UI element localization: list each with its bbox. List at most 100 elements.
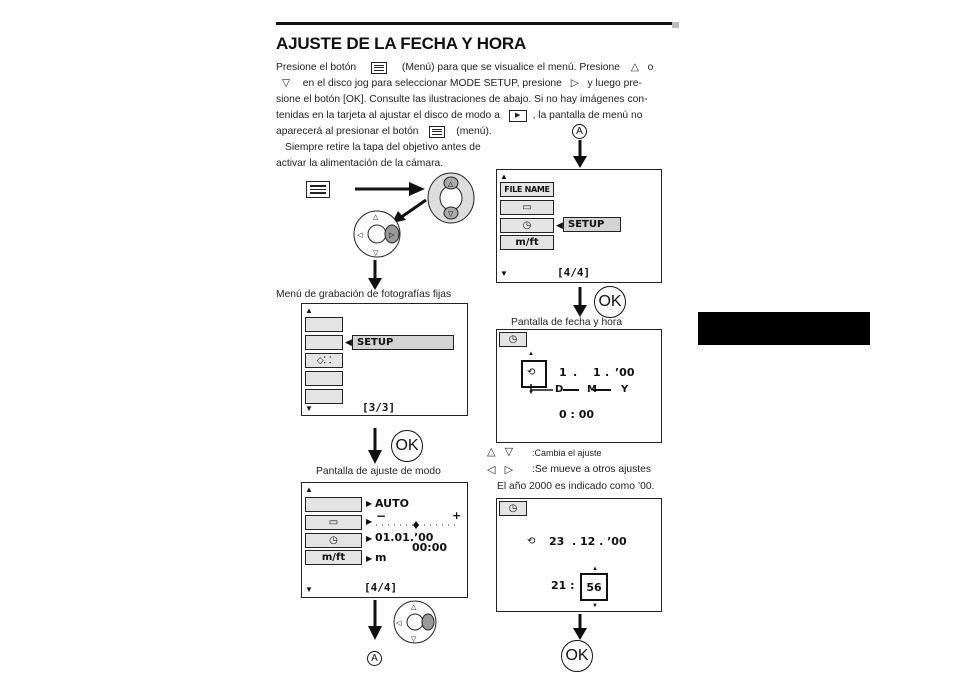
ok-button-icon: OK bbox=[561, 640, 593, 672]
mode-value: AUTO bbox=[375, 497, 409, 510]
up-down-icons: △ ▽ bbox=[487, 446, 514, 458]
separator: . bbox=[573, 366, 578, 379]
clock-tab: ◷ bbox=[499, 332, 527, 347]
lcd-brightness-icon: ▭ bbox=[328, 517, 339, 528]
clock-icon: ◷ bbox=[508, 334, 518, 345]
ok-button-icon: OK bbox=[594, 286, 626, 318]
paragraph-line-7: activar la alimentación de la cámara. bbox=[276, 158, 444, 169]
hour-value: 21 : bbox=[551, 579, 575, 592]
scroll-up-icon: ▲ bbox=[305, 306, 313, 315]
setup-item[interactable]: SETUP bbox=[352, 335, 454, 350]
menu-item bbox=[305, 371, 343, 386]
selection-box: ⟲ bbox=[521, 360, 547, 388]
pointer-icon: ◀ bbox=[556, 220, 563, 230]
clock-tab: ◷ bbox=[499, 501, 527, 516]
paragraph-line-5: aparecerá al presionar el botón (menú). bbox=[276, 125, 492, 138]
arrow-down-icon bbox=[368, 260, 382, 290]
right-triangle-icon: ▷ bbox=[570, 78, 579, 89]
menu-button-icon bbox=[371, 61, 388, 74]
arrow-down-icon bbox=[573, 140, 587, 168]
minus-sign: − bbox=[376, 509, 387, 523]
playback-mode-icon: ▶ bbox=[508, 109, 527, 122]
menu-item-quality: ◇⸬ bbox=[305, 353, 343, 368]
caption-year-note: El año 2000 es indicado como ’00. bbox=[497, 481, 655, 492]
unit-value: m bbox=[375, 551, 387, 564]
menu-item-mode bbox=[305, 497, 362, 512]
menu-item-clock: ◷ bbox=[500, 218, 554, 233]
scroll-down-icon: ▼ bbox=[305, 404, 313, 413]
svg-text:▽: ▽ bbox=[411, 635, 417, 643]
svg-text:△: △ bbox=[448, 180, 454, 188]
lcd-brightness-icon: ▭ bbox=[522, 202, 532, 213]
svg-text:▽: ▽ bbox=[448, 210, 454, 218]
jog-dial-icon: △ ▽ ◁ bbox=[393, 600, 437, 644]
pointer-icon: ▶ bbox=[366, 554, 373, 563]
up-indicator-icon: ▲ bbox=[592, 566, 598, 572]
pointer-icon: ▶ bbox=[366, 534, 373, 543]
time-value: 00:00 bbox=[412, 541, 448, 554]
menu-button-icon bbox=[429, 125, 446, 138]
arrow-right-icon bbox=[355, 182, 425, 196]
minute-value: 56 bbox=[586, 581, 602, 594]
menu-item-lcd: ▭ bbox=[305, 515, 362, 530]
pointer-icon: ◀ bbox=[345, 337, 352, 347]
arrow-down-icon bbox=[573, 614, 587, 640]
date-done-screen: ◷ ⟲ 23 . 12 . ’00 ▲ 21 : 56 ▼ bbox=[496, 498, 662, 612]
ok-button-icon: OK bbox=[391, 430, 423, 462]
date-order-lines bbox=[530, 384, 611, 391]
setup-item[interactable]: SETUP bbox=[563, 217, 621, 232]
menu-button-icon bbox=[306, 181, 330, 198]
brightness-scale bbox=[376, 521, 456, 529]
plus-sign: + bbox=[452, 509, 462, 522]
down-triangle-icon: ▽ bbox=[282, 78, 290, 89]
scroll-down-icon: ▼ bbox=[500, 269, 508, 278]
menu-item bbox=[305, 389, 343, 404]
cycle-icon: ⟲ bbox=[527, 367, 536, 378]
scroll-up-icon: ▲ bbox=[500, 172, 508, 181]
paragraph-line-2: ▽ en el disco jog para seleccionar MODE … bbox=[282, 78, 642, 89]
jog-dial-icon: △ ▽ bbox=[427, 172, 475, 224]
page-title: AJUSTE DE LA FECHA Y HORA bbox=[276, 34, 527, 53]
step-a-marker: A bbox=[367, 651, 382, 666]
setup-menu-screen: ▲ FILE NAME ▭ ◷ m/ft ▼ ◀ SETUP [4/4] bbox=[496, 169, 662, 283]
menu-item-selected bbox=[305, 335, 343, 350]
paragraph-line-1: Presione el botón (Menú) para que se vis… bbox=[276, 61, 654, 74]
svg-text:▷: ▷ bbox=[389, 231, 395, 239]
arrow-down-icon bbox=[368, 600, 382, 640]
clock-icon: ◷ bbox=[522, 220, 532, 231]
left-right-icons: ◁ ▷ bbox=[487, 464, 514, 476]
svg-text:△: △ bbox=[411, 603, 417, 611]
page-indicator: [4/4] bbox=[364, 581, 398, 594]
down-indicator-icon: ▼ bbox=[592, 603, 598, 609]
time-value: 0 : 00 bbox=[559, 408, 595, 421]
svg-text:◁: ◁ bbox=[357, 231, 363, 239]
up-indicator-icon: ▲ bbox=[528, 351, 534, 357]
minute-selection-box: 56 bbox=[580, 573, 608, 601]
menu-item-unit: m/ft bbox=[500, 235, 554, 250]
svg-text:▽: ▽ bbox=[373, 249, 379, 257]
pointer-icon: ▶ bbox=[366, 499, 373, 508]
menu-item bbox=[305, 317, 343, 332]
caption-date-screen: Pantalla de fecha y hora bbox=[511, 317, 623, 328]
paragraph-line-4: tenidas en la tarjeta al ajustar el disc… bbox=[276, 109, 643, 122]
down-indicator-icon: ▼ bbox=[528, 390, 534, 396]
section-tab-bar bbox=[698, 312, 870, 345]
arrow-down-icon bbox=[573, 287, 587, 317]
date-value: 23 . 12 . ’00 bbox=[549, 535, 627, 548]
month-value: 1 bbox=[593, 366, 601, 379]
step-a-marker: A bbox=[572, 124, 587, 139]
jog-dial-icon: △ ▽ ◁ ▷ bbox=[353, 210, 401, 258]
top-rule bbox=[276, 22, 678, 25]
date-time-screen: ◷ ▲ ⟲ ▼ 1 . 1 . ’00 D M Y 0 : 00 bbox=[496, 329, 662, 443]
page-indicator: [4/4] bbox=[557, 266, 591, 279]
menu-item-file-name: FILE NAME bbox=[500, 182, 554, 197]
svg-text:◁: ◁ bbox=[396, 619, 402, 627]
up-triangle-icon: △ bbox=[630, 62, 639, 73]
caption-rec-menu: Menú de grabación de fotografías fijas bbox=[276, 289, 452, 300]
rec-menu-screen: ▲ ◇⸬ ▼ ◀ SETUP [3/3] bbox=[301, 303, 468, 416]
date-value: 01.01.’00 bbox=[375, 531, 434, 544]
year-label: Y bbox=[621, 384, 629, 395]
menu-item-unit: m/ft bbox=[305, 550, 362, 565]
year-value: ’00 bbox=[615, 366, 635, 379]
scroll-down-icon: ▼ bbox=[305, 585, 313, 594]
